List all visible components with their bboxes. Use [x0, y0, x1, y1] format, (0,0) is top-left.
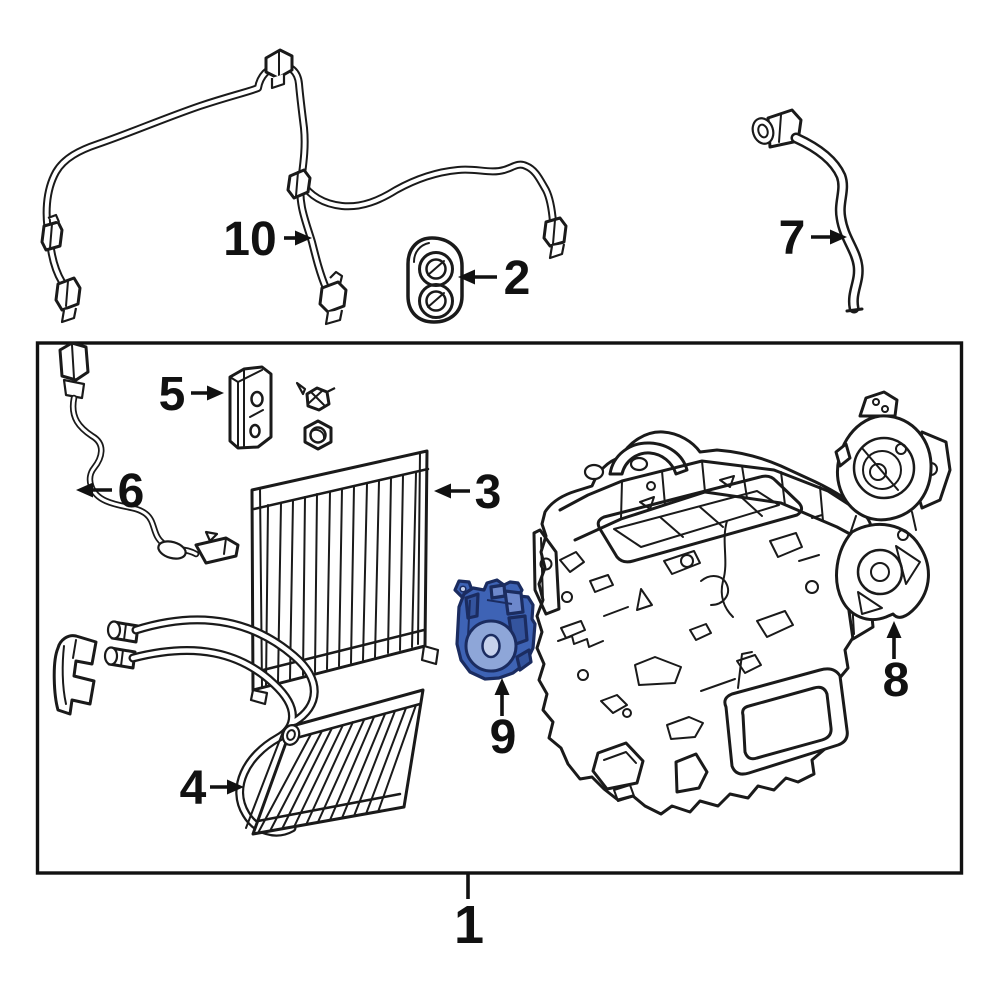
harness-clip [286, 168, 312, 200]
harness-connector [54, 276, 82, 324]
callout-6[interactable]: 6 [76, 465, 144, 518]
callout-label-6[interactable]: 6 [118, 465, 145, 518]
part-10-wiring-harness-drawing[interactable] [40, 48, 568, 326]
part-9-servo-actuator-drawing[interactable] [453, 578, 537, 681]
harness-connector [542, 216, 568, 260]
part-8-servo-assembly-drawing[interactable] [834, 390, 952, 622]
harness-connector [318, 270, 348, 326]
fastener-nut [303, 419, 333, 451]
callout-1[interactable]: 1 [454, 874, 484, 955]
bracket-clamp [52, 634, 98, 716]
callout-label-1[interactable]: 1 [454, 895, 484, 955]
callout-3[interactable]: 3 [434, 466, 501, 519]
callout-2[interactable]: 2 [458, 252, 530, 305]
case-hatch-opening [596, 474, 804, 564]
callout-8[interactable]: 8 [883, 621, 910, 707]
evaporator-fins [265, 472, 417, 686]
callout-7[interactable]: 7 [779, 212, 847, 265]
assembly-boundary-box [35, 341, 964, 875]
part-6-sensor-wire-drawing[interactable] [58, 341, 240, 565]
part-7-drain-hose-drawing[interactable] [749, 108, 864, 314]
callout-label-5[interactable]: 5 [159, 368, 186, 421]
callout-4[interactable]: 4 [180, 762, 244, 815]
callout-label-3[interactable]: 3 [475, 466, 502, 519]
part-3-evaporator-drawing[interactable] [249, 449, 440, 706]
case-surface-details [540, 514, 823, 740]
hvac-case-assembly-drawing[interactable] [532, 430, 875, 816]
heater-core-fins [257, 704, 417, 834]
harness-connector [264, 48, 294, 90]
callout-9[interactable]: 9 [490, 678, 517, 764]
callout-label-9[interactable]: 9 [490, 711, 517, 764]
harness-connector [40, 213, 64, 252]
callout-10[interactable]: 10 [223, 213, 312, 266]
case-handle [608, 441, 689, 476]
callout-label-7[interactable]: 7 [779, 212, 806, 265]
callout-label-2[interactable]: 2 [504, 252, 531, 305]
callout-5[interactable]: 5 [159, 368, 224, 421]
case-duct-opening [723, 667, 849, 776]
callout-label-10[interactable]: 10 [223, 213, 276, 266]
part-4-heater-core-drawing[interactable] [103, 615, 425, 837]
callout-label-4[interactable]: 4 [180, 762, 207, 815]
part-5-expansion-valve-drawing[interactable] [228, 365, 273, 450]
fastener-screw [295, 381, 336, 412]
callout-label-8[interactable]: 8 [883, 654, 910, 707]
part-2-grommet-drawing[interactable] [406, 236, 464, 324]
